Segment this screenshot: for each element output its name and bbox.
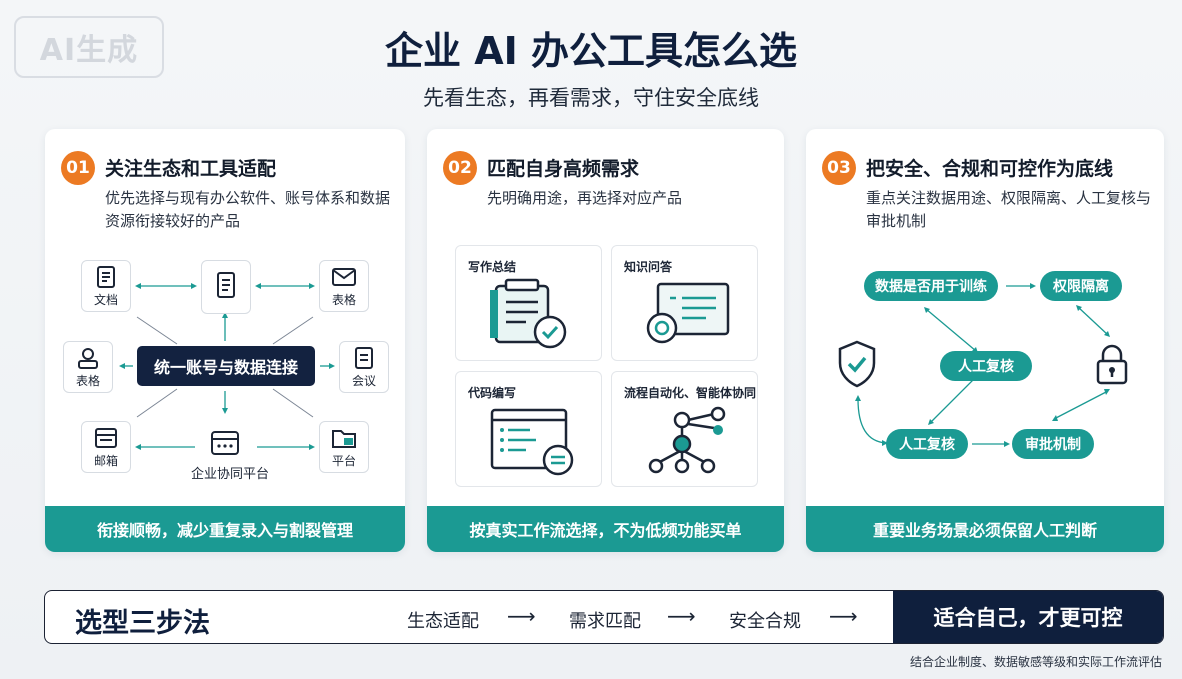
meeting-icon [355,346,373,369]
pill-permission: 权限隔离 [1040,271,1122,301]
node-sheet [201,260,251,314]
code-window-icon [490,408,574,476]
node-label: 表格 [75,373,100,388]
step-needs: 需求匹配 [569,611,641,632]
tile-coding: 代码编写 [455,371,602,487]
tile-label: 知识问答 [624,260,673,274]
node-label: 会议 [351,373,376,388]
arrow-right-icon: ⟶ [507,604,536,628]
card-needs: 02 匹配自身高频需求 先明确用途，再选择对应产品 写作总结 知识问答 [427,129,784,552]
hub-node [210,429,240,461]
tile-automation: 流程自动化、智能体协同 [611,371,758,487]
card-title: 把安全、合规和可控作为底线 [866,158,1114,180]
unified-account-bar: 统一账号与数据连接 [137,346,315,386]
page-subtitle: 先看生态，再看需求，守住安全底线 [423,86,759,110]
card-footer: 按真实工作流选择，不为低频功能买单 [427,506,784,552]
node-label: 文档 [93,292,118,307]
footnote: 结合企业制度、数据敏感等级和实际工作流评估 [909,655,1162,669]
card-footer: 衔接顺畅，减少重复录入与割裂管理 [45,506,405,552]
card-description: 优先选择与现有办公软件、账号体系和数据资源衔接较好的产品 [105,189,391,230]
node-spreadsheet: 表格 [319,260,369,312]
user-id-icon [78,347,98,369]
arrow-right-icon: ⟶ [667,604,696,628]
clipboard-check-icon [490,278,567,349]
step-ecosystem: 生态适配 [407,611,479,632]
node-label: 平台 [331,453,356,468]
steps-title: 选型三步法 [75,608,210,639]
lock-icon [1096,344,1128,385]
card-number: 03 [822,151,856,185]
steps-result: 适合自己，才更可控 [893,591,1163,643]
inbox-icon [95,427,117,448]
document-icon [217,272,235,298]
step-security: 安全合规 [729,611,801,632]
card-number: 01 [61,151,95,185]
card-description: 重点关注数据用途、权限隔离、人工复核与审批机制 [866,189,1152,230]
flow-arrows [855,283,1110,447]
node-mailbox: 邮箱 [81,421,131,473]
arrow-right-icon: ⟶ [829,604,858,628]
pill-approval: 审批机制 [1012,429,1094,459]
connector-lines [119,283,335,450]
hub-label: 企业协同平台 [190,467,269,482]
tile-label: 流程自动化、智能体协同 [624,386,757,400]
tile-writing: 写作总结 [455,245,602,361]
node-label: 邮箱 [93,453,118,468]
node-meeting: 会议 [339,341,389,393]
card-footer: 重要业务场景必须保留人工判断 [806,506,1164,552]
card-description: 先明确用途，再选择对应产品 [487,189,683,207]
tile-knowledge-qa: 知识问答 [611,245,758,361]
hub-icon [211,431,239,455]
shield-check-icon [838,340,876,388]
page-title: 企业 AI 办公工具怎么选 [384,29,797,73]
card-title: 匹配自身高频需求 [487,158,640,180]
selection-steps-bar: 选型三步法 生态适配 ⟶ 需求匹配 ⟶ 安全合规 ⟶ 适合自己，才更可控 [44,590,1164,644]
card-security: 03 把安全、合规和可控作为底线 重点关注数据用途、权限隔离、人工复核与审批机制 [806,129,1164,552]
chat-screen-icon [646,282,730,344]
pill-human-review: 人工复核 [940,351,1032,381]
node-platform: 平台 [319,421,369,473]
tile-label: 写作总结 [468,260,517,274]
pill-human-review-2: 人工复核 [886,429,968,459]
card-title: 关注生态和工具适配 [105,158,277,180]
node-form: 表格 [63,341,113,393]
robot-arm-icon [648,406,726,474]
pill-training-data: 数据是否用于训练 [864,271,998,301]
card-ecosystem: 01 关注生态和工具适配 优先选择与现有办公软件、账号体系和数据资源衔接较好的产… [45,129,405,552]
node-label: 表格 [331,292,356,307]
tile-label: 代码编写 [468,386,517,400]
card-number: 02 [443,151,477,185]
watermark: AI生成 [14,16,164,78]
mail-icon [332,267,356,286]
document-icon [97,265,115,288]
folder-icon [332,429,356,448]
node-document: 文档 [81,260,131,312]
